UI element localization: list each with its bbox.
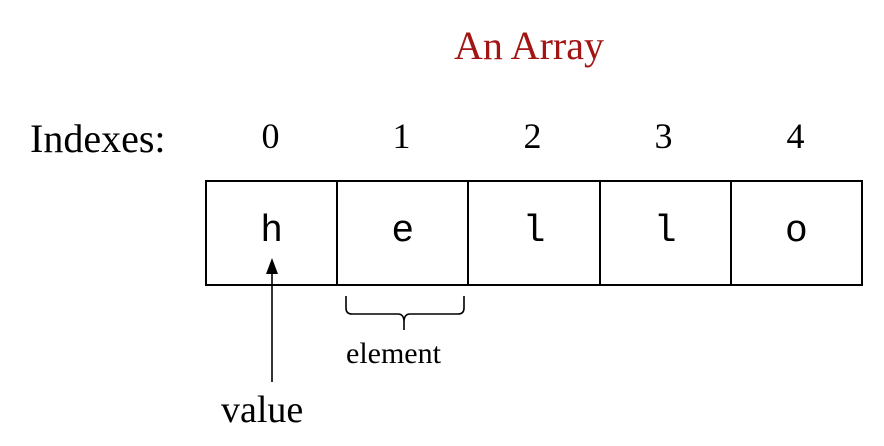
diagram-title: An Array xyxy=(454,23,604,68)
array-cells: h e l l o xyxy=(205,180,863,286)
element-label: element xyxy=(346,337,441,370)
indexes-label: Indexes: xyxy=(30,116,166,161)
array-cell-0: h xyxy=(207,182,339,284)
array-cell-4: o xyxy=(785,209,808,253)
index-1: 1 xyxy=(392,116,411,156)
array-cell-2: l xyxy=(469,182,601,284)
index-3: 3 xyxy=(654,116,673,156)
element-brace xyxy=(345,296,465,330)
index-0: 0 xyxy=(261,116,280,156)
index-4: 4 xyxy=(786,116,805,156)
array-cell-3: l xyxy=(601,182,732,284)
index-2: 2 xyxy=(523,116,542,156)
array-cell-1: e xyxy=(338,182,470,284)
value-label: value xyxy=(221,389,304,431)
